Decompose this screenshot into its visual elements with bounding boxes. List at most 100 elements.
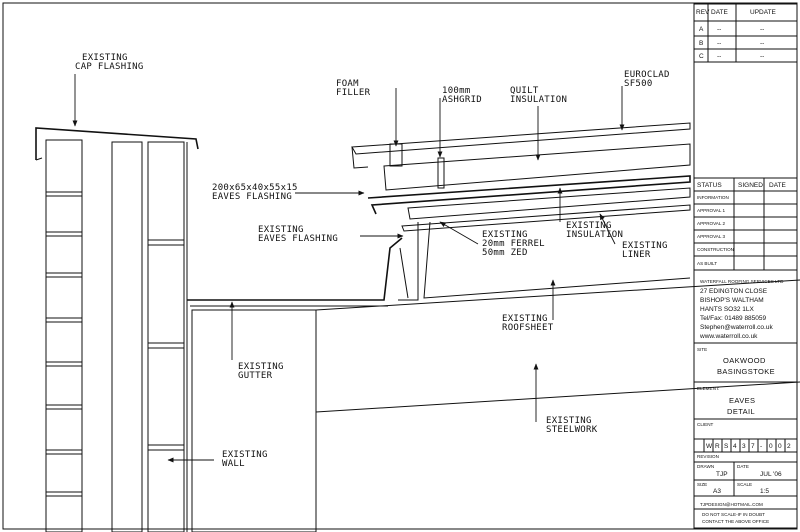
- existing-zed: [398, 222, 419, 301]
- svg-text:--: --: [717, 40, 721, 47]
- blockwork: [45, 139, 83, 532]
- svg-text:--: --: [717, 53, 721, 60]
- svg-text:WATERFALL ROOFING SERVICES LTD: WATERFALL ROOFING SERVICES LTD: [700, 279, 784, 284]
- wall-brick: [147, 141, 185, 532]
- svg-text:S: S: [724, 443, 729, 450]
- svg-text:TJP: TJP: [716, 471, 728, 478]
- svg-text:TJPDESIGN@HOTMAIL.COM: TJPDESIGN@HOTMAIL.COM: [700, 502, 763, 507]
- svg-text:SIZE: SIZE: [697, 482, 707, 487]
- svg-text:EAVES: EAVES: [729, 396, 755, 405]
- svg-text:CONTACT THE ABOVE OFFICE: CONTACT THE ABOVE OFFICE: [702, 519, 769, 524]
- company-block: WATERFALL ROOFING SERVICES LTD 27 EDINGT…: [694, 279, 797, 344]
- svg-text:B: B: [699, 40, 703, 47]
- site-block: SITE OAKWOOD BASINGSTOKE: [694, 347, 797, 383]
- svg-text:7: 7: [751, 443, 755, 450]
- revisions-table: REV DATE UPDATE A -- -- B -- -- C -- --: [694, 4, 797, 63]
- svg-text:UPDATE: UPDATE: [750, 9, 777, 16]
- svg-text:DATE: DATE: [711, 9, 729, 16]
- svg-text:27 EDINGTON CLOSE: 27 EDINGTON CLOSE: [700, 288, 768, 295]
- svg-text:--: --: [760, 40, 764, 47]
- svg-text:www.waterroll.co.uk: www.waterroll.co.uk: [699, 333, 758, 340]
- svg-text:REVISION: REVISION: [697, 454, 719, 459]
- svg-text:ELEMENT:: ELEMENT:: [697, 386, 719, 391]
- status-table: STATUS SIGNED DATE INFORMATION APPROVAL …: [694, 177, 797, 271]
- euroclad-sheet: [351, 122, 691, 155]
- leaders: [72, 74, 625, 463]
- svg-text:STATUS: STATUS: [697, 182, 722, 189]
- ashgrid: [437, 157, 445, 189]
- svg-text:A3: A3: [713, 488, 721, 495]
- element-block: ELEMENT: EAVES DETAIL CLIENT: [694, 386, 797, 427]
- svg-text:A: A: [699, 26, 704, 33]
- svg-text:DO NOT SCALE-IF IN DOUBT: DO NOT SCALE-IF IN DOUBT: [702, 512, 765, 517]
- svg-text:--: --: [760, 26, 764, 33]
- svg-text:APPROVAL 3: APPROVAL 3: [697, 234, 726, 239]
- svg-text:BISHOP'S WALTHAM: BISHOP'S WALTHAM: [700, 297, 764, 304]
- svg-text:HANTS SO32 1LX: HANTS SO32 1LX: [700, 306, 754, 313]
- quilt-insulation: [383, 143, 691, 191]
- svg-text:0: 0: [778, 443, 782, 450]
- roof-buildup: [351, 122, 691, 301]
- drawing-number: W R S 4 3 7 - 0 0 2 REVISION: [694, 438, 797, 463]
- svg-text:0: 0: [769, 443, 773, 450]
- svg-text:DRAWN: DRAWN: [697, 464, 714, 469]
- svg-text:2: 2: [787, 443, 791, 450]
- footer: TJPDESIGN@HOTMAIL.COM DO NOT SCALE-IF IN…: [694, 502, 797, 524]
- svg-text:SIGNED: SIGNED: [738, 182, 763, 189]
- existing-gutter: [187, 237, 403, 301]
- wall-section: [35, 127, 199, 532]
- svg-text:R: R: [715, 443, 720, 450]
- svg-text:-: -: [760, 443, 762, 450]
- svg-text:4: 4: [733, 443, 737, 450]
- existing-insulation: [407, 187, 691, 220]
- svg-text:--: --: [717, 26, 721, 33]
- svg-text:Stephen@waterroll.co.uk: Stephen@waterroll.co.uk: [700, 324, 773, 331]
- svg-text:C: C: [699, 53, 704, 60]
- svg-text:W: W: [706, 443, 713, 450]
- drawing-meta: DRAWN TJP DATE JUL '06 SIZE A3 SCALE 1:5: [694, 462, 797, 497]
- existing-liner: [401, 204, 691, 232]
- svg-text:Tel/Fax: 01489 885059: Tel/Fax: 01489 885059: [700, 315, 767, 322]
- svg-text:DETAIL: DETAIL: [727, 407, 755, 416]
- svg-text:JUL '06: JUL '06: [760, 471, 782, 478]
- cap-flashing: [35, 127, 199, 160]
- svg-text:DATE: DATE: [769, 182, 787, 189]
- svg-text:DATE: DATE: [737, 464, 749, 469]
- gutter-and-steel: [187, 237, 800, 532]
- svg-text:CLIENT: CLIENT: [697, 422, 714, 427]
- existing-steelwork: [191, 309, 317, 532]
- svg-text:CONSTRUCTION: CONSTRUCTION: [697, 247, 734, 252]
- svg-text:APPROVAL 2: APPROVAL 2: [697, 221, 726, 226]
- svg-text:SITE: SITE: [697, 347, 707, 352]
- svg-text:--: --: [760, 53, 764, 60]
- svg-text:3: 3: [742, 443, 746, 450]
- svg-text:APPROVAL 1: APPROVAL 1: [697, 208, 726, 213]
- svg-text:REV: REV: [696, 9, 710, 16]
- svg-text:OAKWOOD: OAKWOOD: [723, 356, 766, 365]
- svg-text:1:5: 1:5: [760, 488, 769, 495]
- svg-text:SCALE: SCALE: [737, 482, 752, 487]
- new-eaves-flashing: [367, 175, 691, 215]
- title-block: REV DATE UPDATE A -- -- B -- -- C -- -- …: [693, 3, 798, 529]
- svg-text:BASINGSTOKE: BASINGSTOKE: [717, 367, 775, 376]
- svg-text:INFORMATION: INFORMATION: [697, 195, 729, 200]
- wall-insulation: [111, 141, 143, 532]
- svg-text:AS BUILT: AS BUILT: [697, 261, 717, 266]
- foam-filler: [389, 143, 403, 167]
